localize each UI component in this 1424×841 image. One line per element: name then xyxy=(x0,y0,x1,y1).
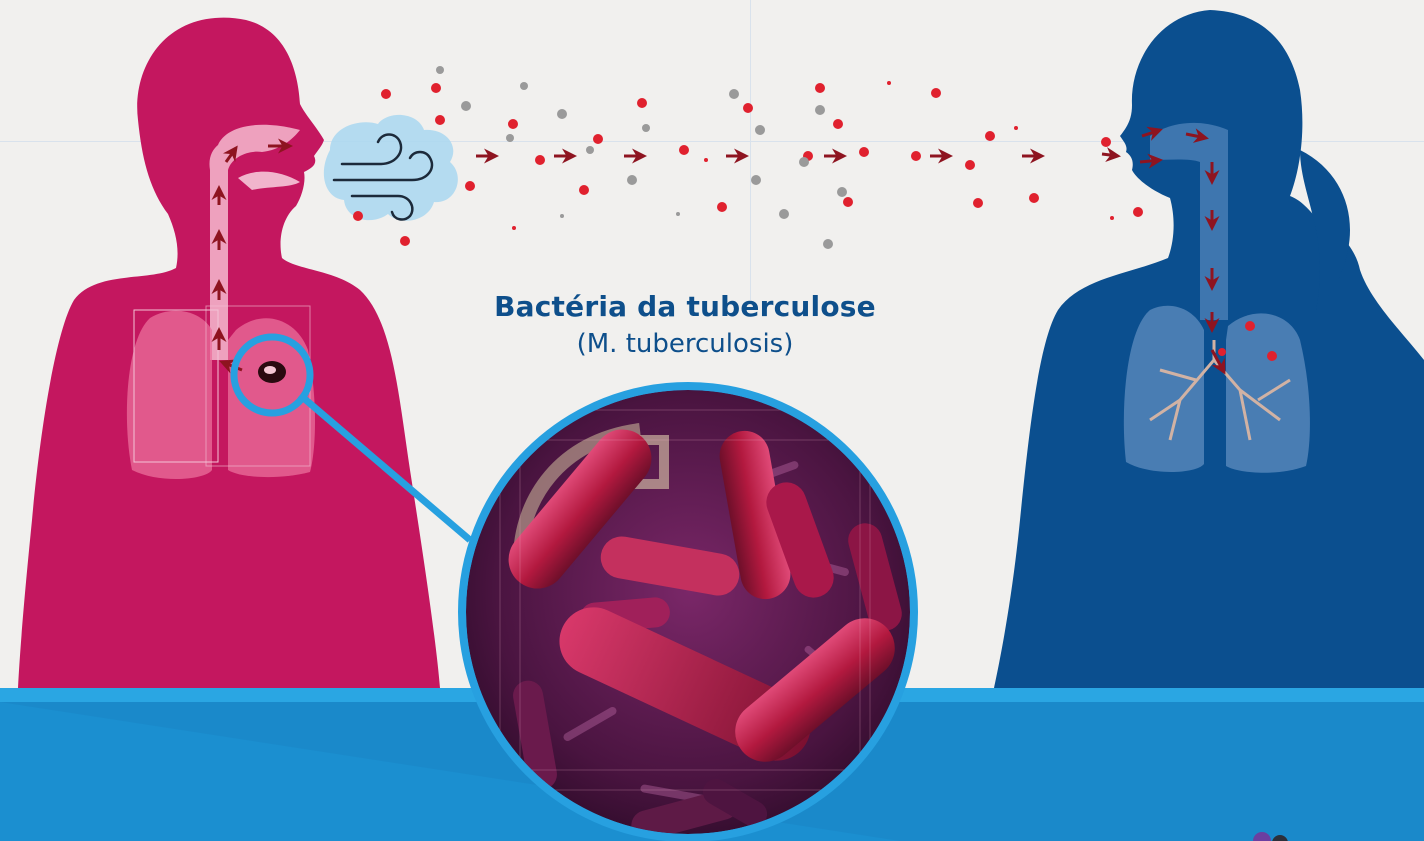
title-block: Bactéria da tuberculose (M. tuberculosis… xyxy=(455,290,915,359)
droplets-red xyxy=(353,81,1143,246)
lung-left xyxy=(127,311,212,479)
magnifier-circle-icon xyxy=(460,384,920,841)
page-subtitle: (M. tuberculosis) xyxy=(455,329,915,359)
page-title: Bactéria da tuberculose xyxy=(455,290,915,323)
healthy-person xyxy=(994,10,1424,688)
wind-cloud-icon xyxy=(324,115,458,221)
airflow-arrow-icon xyxy=(476,154,1118,156)
